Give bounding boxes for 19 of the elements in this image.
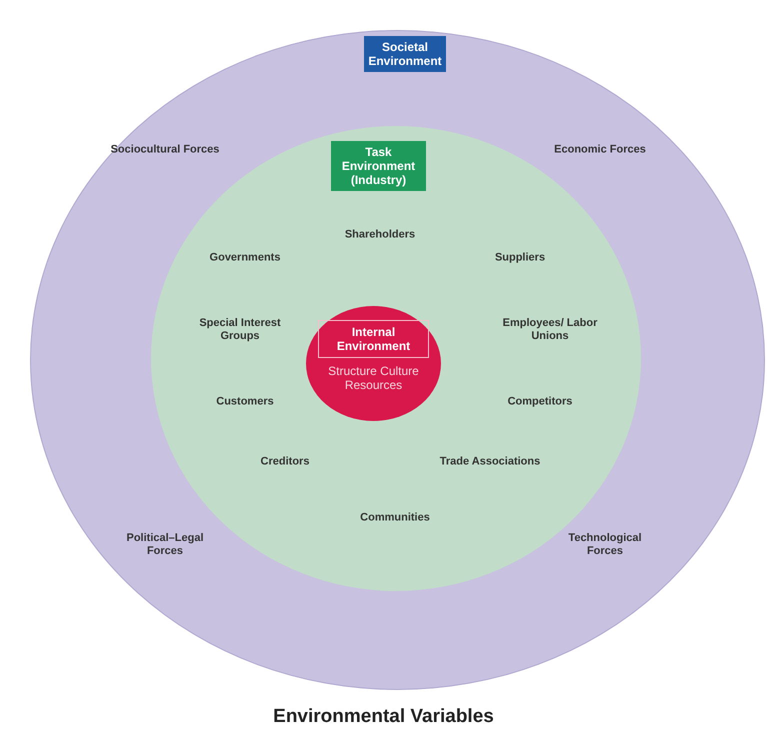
stakeholder-label: Creditors (260, 456, 310, 468)
stakeholder-label: Competitors (508, 396, 572, 408)
force-label: Technological Forces (567, 532, 643, 558)
caption: Environmental Variables (272, 706, 495, 728)
force-label: Sociocultural Forces (110, 144, 220, 156)
stakeholder-label: Trade Associations (440, 456, 540, 468)
force-label: Economic Forces (553, 144, 647, 156)
body-text: Structure Culture Resources (327, 363, 420, 394)
stakeholder-label: Communities (360, 512, 430, 524)
force-label: Political–Legal Forces (125, 532, 205, 558)
heading-box: Task Environment (Industry) (331, 141, 426, 191)
heading-box: Societal Environment (364, 36, 446, 72)
stakeholder-label: Suppliers (494, 252, 546, 264)
stakeholder-label: Special Interest Groups (198, 317, 282, 343)
stakeholder-label: Employees/ Labor Unions (502, 317, 598, 343)
stakeholder-label: Governments (210, 252, 280, 264)
heading-box: Internal Environment (318, 320, 429, 358)
stakeholder-label: Shareholders (344, 228, 416, 242)
stakeholder-label: Customers (216, 396, 274, 408)
